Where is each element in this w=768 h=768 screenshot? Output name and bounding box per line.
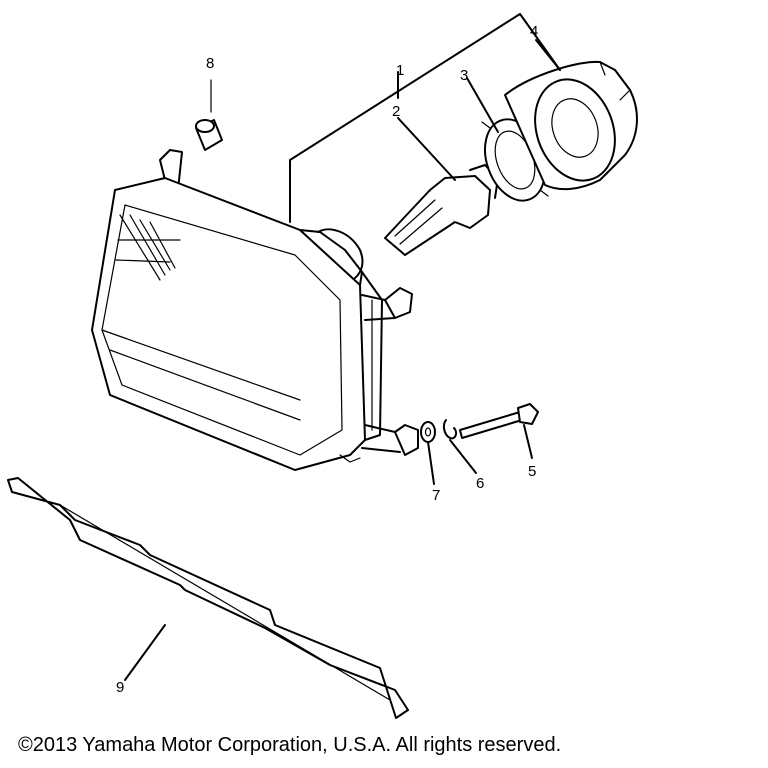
callout-9: 9: [116, 679, 124, 696]
bulb-cover-part: [504, 60, 638, 191]
copyright-notice: ©2013 Yamaha Motor Corporation, U.S.A. A…: [18, 734, 562, 756]
headlight-housing: [91, 149, 419, 471]
callout-3: 3: [460, 67, 468, 84]
bulb-part: [384, 164, 499, 256]
callout-1: 1: [396, 62, 404, 79]
callout-2: 2: [392, 103, 400, 120]
washer-part: [420, 421, 436, 443]
bracket-part: [7, 477, 409, 719]
callout-7: 7: [432, 487, 440, 504]
callout-4: 4: [530, 23, 538, 40]
grommet-part: [195, 79, 223, 151]
bolt-part: [459, 403, 539, 439]
callout-labels: 1 2 3 4 5 6 7 8 9: [116, 23, 538, 696]
leader-lines: [124, 13, 561, 681]
callout-6: 6: [476, 475, 484, 492]
callout-8: 8: [206, 55, 214, 72]
callout-5: 5: [528, 463, 536, 480]
spring-washer-part: [442, 419, 458, 440]
